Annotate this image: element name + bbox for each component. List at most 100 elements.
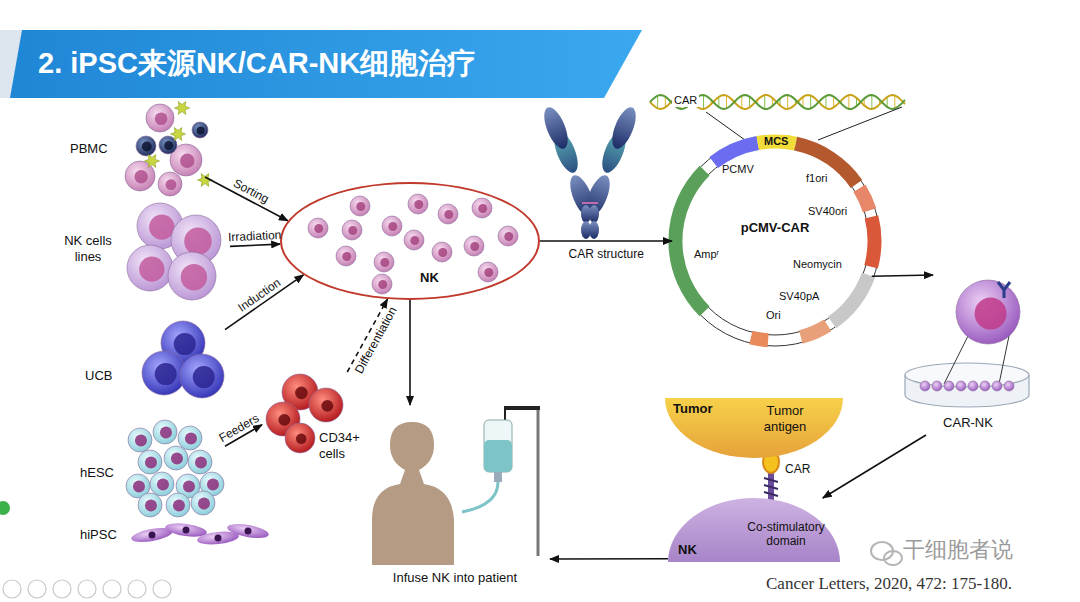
dna-strand: [650, 95, 905, 109]
pcmv-segment: [714, 143, 758, 163]
cd34-cell-nucleus: [321, 400, 333, 412]
car-nk-cell-nucleus: [975, 298, 1007, 330]
nk-cell: [432, 242, 452, 262]
ucb-cell: [180, 354, 224, 398]
nk-line-cell-nucleus: [139, 257, 164, 282]
nk-cell: [408, 194, 428, 214]
node-text: pCMV-CAR: [720, 220, 830, 236]
plasmid-part: MCS: [762, 135, 790, 148]
node-text: hiPSC: [80, 527, 125, 543]
hesc-cell-nucleus: [198, 498, 210, 510]
edge-label: Induction: [235, 275, 283, 315]
dna-label: CAR: [672, 94, 699, 107]
source-hesc: hESC: [80, 425, 225, 510]
nk-cell: [498, 226, 518, 246]
f1ori-segment: [859, 188, 869, 210]
toolbar-button: [28, 580, 46, 598]
arrow-connector: [550, 558, 668, 560]
ucb-cell-nucleus: [193, 366, 215, 388]
dish-cell: [944, 381, 954, 391]
car-nk-cell: [956, 280, 1020, 344]
hesc-cell: [178, 426, 202, 450]
base-pair: [871, 95, 872, 109]
hipsc-nucleus: [183, 527, 190, 534]
tumor-cell: Tumor Tumor antigen: [665, 398, 843, 458]
nk-effector: Co-stimulatory domainNK: [668, 498, 840, 562]
plasmid-outline: [670, 136, 880, 346]
dish-cell: [956, 381, 966, 391]
nk-cell-nucleus: [380, 258, 389, 267]
antibody-fc: [589, 205, 599, 223]
hipsc-cell: [226, 521, 269, 540]
nk-cell-nucleus: [438, 248, 447, 257]
title-band-corner: [0, 30, 22, 98]
base-pair: [787, 95, 788, 109]
source-pbmc: PBMC: [70, 105, 205, 195]
antibody-domain: [539, 104, 572, 152]
hesc-cell-nucleus: [173, 500, 185, 512]
ori-segment: [751, 338, 768, 341]
base-pair: [657, 96, 658, 109]
node-text: hESC: [80, 465, 125, 481]
receptor-label: CAR: [785, 462, 810, 476]
nk-cell: [438, 204, 458, 224]
hesc-cell: [138, 493, 162, 517]
base-pair: [894, 95, 895, 108]
arrow-connector: [872, 275, 933, 276]
plasmid-part: PCMV: [722, 163, 754, 176]
hesc-cell-nucleus: [207, 479, 219, 491]
node-text: Infuse NK into patient: [360, 570, 550, 586]
node-text: Co-stimulatory domain: [738, 520, 834, 549]
base-pair: [825, 96, 826, 108]
cd34-cell: [285, 423, 315, 453]
nk-cell: [374, 252, 394, 272]
source-nk-lines: NK cells lines: [55, 205, 230, 293]
nk-cell-nucleus: [414, 200, 423, 209]
base-pair: [665, 97, 666, 108]
node-text: PBMC: [70, 141, 118, 157]
hesc-cell-nucleus: [135, 435, 147, 447]
pbmc-cell-nucleus: [180, 154, 194, 168]
car-on-cell: [998, 282, 1010, 298]
hesc-cell-nucleus: [185, 433, 197, 445]
nk-line-cell: [168, 252, 216, 300]
toolbar-button: [53, 580, 71, 598]
edge-label: Irradiation: [228, 228, 282, 245]
source-hipsc: hiPSC: [80, 520, 260, 552]
hesc-cell-nucleus: [145, 457, 157, 469]
nk-cell-nucleus: [470, 242, 479, 251]
node-subtext: Tumor antigen: [747, 403, 823, 434]
node-subtext: NK: [678, 542, 708, 558]
hipsc-nucleus: [149, 532, 156, 539]
hesc-cell: [138, 450, 162, 474]
hesc-cell: [150, 472, 174, 496]
nk-line-cell-nucleus: [184, 228, 212, 256]
lymphocyte: [192, 122, 208, 138]
base-pair: [810, 95, 811, 108]
dish-cell: [992, 381, 1002, 391]
hipsc-nucleus: [215, 535, 222, 542]
sv40pa-segment: [801, 325, 828, 337]
antigen-star: [145, 155, 160, 168]
lymphocyte-nucleus: [197, 126, 205, 134]
lymphocyte-nucleus: [142, 142, 152, 152]
hesc-cell-nucleus: [195, 457, 207, 469]
node-text: Tumor: [673, 401, 733, 417]
node-text: NK cells lines: [55, 233, 121, 264]
leader-line: [706, 112, 745, 140]
node-text: CD34+ cells: [319, 430, 365, 461]
nk-cell-nucleus: [444, 210, 453, 219]
antigen-star: [175, 102, 190, 115]
base-pair: [741, 96, 742, 109]
plasmid-map: [670, 136, 880, 346]
petri-dish: [905, 331, 1029, 407]
nk-cell-nucleus: [388, 222, 397, 231]
antigen-star: [171, 128, 186, 141]
hesc-cell: [166, 493, 190, 517]
nk-cell: [382, 216, 402, 236]
toolbar-button: [78, 580, 96, 598]
hesc-cell: [128, 428, 152, 452]
dish-cell: [1004, 381, 1014, 391]
